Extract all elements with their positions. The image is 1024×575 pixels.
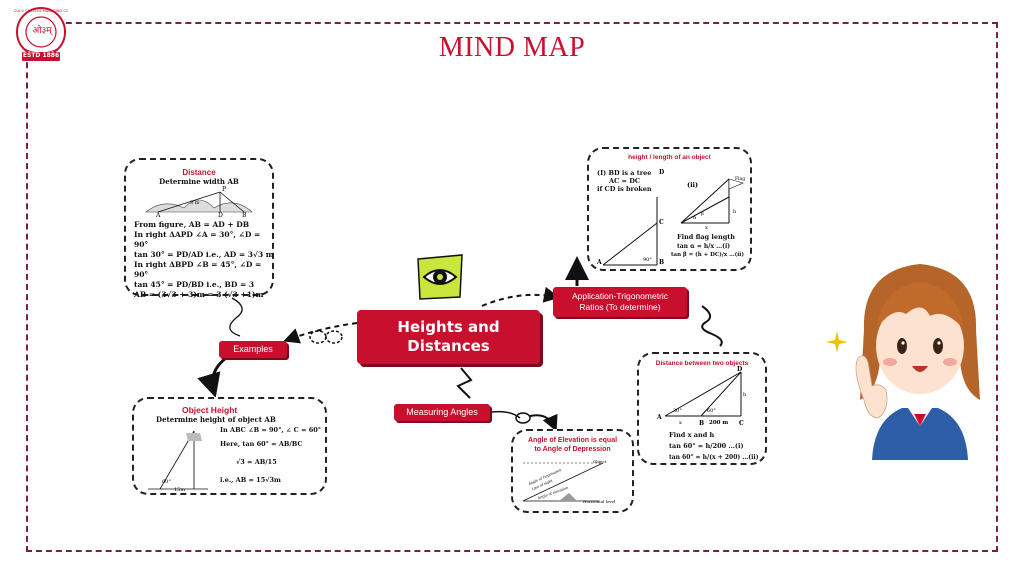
hl-fig-beta: β	[701, 211, 704, 217]
hl-label-ii: (ii)	[687, 181, 699, 189]
center-topic-line2: Distances	[407, 337, 490, 355]
hl-fig-h: h	[733, 209, 737, 215]
to-line: tan 60° = h/200 …(i)	[669, 442, 744, 450]
to-fig-b: B	[699, 420, 705, 427]
card-object-height-line: In ABC ∠B = 90°, ∠ C = 60°	[220, 426, 322, 434]
card-distance-subtitle: Determine width AB	[159, 177, 239, 186]
card-distance-line: From figure, AB = AD + DB	[134, 220, 250, 229]
to-fig-a30: 30°	[673, 408, 682, 414]
hl-line: Find flag length	[677, 233, 735, 241]
card-distance: Distance Determine width AB P 3 m A D B …	[124, 158, 274, 299]
card-object-height: Object Height Determine height of object…	[132, 397, 327, 495]
hl-line: tan α = h/x …(i)	[677, 243, 731, 250]
el-fig-horizontal: Horizontal level	[583, 499, 616, 504]
card-distance-line: tan 30° = PD/AD i.e., AD = 3√3 m	[134, 250, 274, 259]
to-fig-d: D	[737, 366, 743, 373]
card-elevation-title-2: to Angle of Depression	[534, 446, 611, 453]
page-frame	[26, 22, 998, 552]
card-elevation-title-1: Angle of Elevation is equal	[527, 437, 618, 444]
card-two-objects-lines: Find x and h tan 60° = h/200 …(i) tan 60…	[669, 430, 765, 463]
girl-illustration	[855, 264, 980, 460]
tag-measuring-angles: Measuring Angles	[394, 404, 490, 421]
hl-fig-c: C	[659, 219, 664, 226]
to-fig-dist: 200 m	[709, 420, 729, 426]
card-elevation: Angle of Elevation is equal to Angle of …	[511, 429, 634, 513]
to-fig-a: A	[657, 414, 662, 421]
to-fig-c: C	[739, 420, 744, 427]
two-objects-figure	[664, 371, 742, 417]
dist-fig-d: D	[218, 212, 223, 219]
to-fig-x: x	[679, 420, 682, 426]
hl-line: AC = DC	[609, 177, 640, 185]
logo-estd-text: ESTD 1886	[22, 52, 60, 59]
logo-emblem-text: ओ३म्	[32, 26, 52, 36]
dist-fig-a: A	[156, 212, 161, 219]
card-object-height-line: i.e., AB = 15√3m	[220, 476, 281, 484]
dist-fig-b: B	[242, 212, 247, 219]
hl-fig-a: A	[597, 259, 602, 266]
card-height-length-i: (I) BD is a tree AC = DC if CD is broken	[597, 169, 667, 193]
card-object-height-lines: In ABC ∠B = 90°, ∠ C = 60° Here, tan 60°…	[220, 425, 328, 485]
hl-fig-alpha: α	[693, 215, 697, 221]
hl-fig-x: x	[705, 225, 708, 231]
eye-icon	[417, 254, 463, 300]
sparkle-icon	[826, 331, 848, 353]
card-object-height-line: √3 = AB/15	[236, 458, 277, 466]
hl-fig-flag: Flag	[735, 177, 746, 182]
hl-line: if CD is broken	[597, 185, 652, 193]
card-two-objects-title: Distance between two objects	[655, 360, 749, 367]
page-title: MIND MAP	[438, 32, 586, 63]
hl-fig-angle: 90°	[643, 257, 652, 263]
center-topic-line1: Heights and	[397, 318, 500, 336]
el-fig-object: Object	[593, 459, 607, 464]
card-height-length-ii: Find flag length tan α = h/x …(i) tan β …	[671, 233, 753, 260]
tag-application-line1: Application-Trigonometric	[571, 291, 669, 301]
card-distance-line: In right ΔBPD ∠B = 45°, ∠D = 90°	[134, 260, 262, 279]
object-height-figure	[148, 430, 208, 490]
card-distance-line: tan 45° = PD/BD i.e., BD = 3	[134, 280, 255, 289]
card-distance-title: Distance	[182, 168, 216, 177]
tree-figure	[602, 197, 658, 266]
oh-fig-base: 15m	[174, 487, 186, 493]
hl-line: tan β = (h + DC)/x …(ii)	[671, 252, 744, 258]
tag-application-line2: Ratios (To determine)	[579, 302, 661, 312]
card-object-height-line: Here, tan 60° = AB/BC	[220, 440, 303, 448]
to-fig-h: h	[743, 392, 747, 398]
center-topic: Heights and Distances	[357, 310, 540, 364]
hl-fig-d: D	[659, 169, 665, 176]
to-line: Find x and h	[669, 431, 715, 439]
card-height-length-title: height / length of an object	[628, 154, 711, 161]
dist-fig-h: 3 m	[190, 200, 200, 206]
to-line: tan 60° = h/(x + 200) …(ii)	[669, 454, 759, 461]
flag-figure	[680, 178, 744, 224]
card-object-height-subtitle: Determine height of object AB	[156, 415, 276, 424]
hl-line: (I) BD is a tree	[597, 169, 652, 177]
tag-examples: Examples	[219, 341, 287, 358]
card-distance-lines: From figure, AB = AD + DB In right ΔAPD …	[134, 220, 274, 300]
card-distance-line: In right ΔAPD ∠A = 30°, ∠D = 90°	[134, 230, 261, 249]
tag-application: Application-Trigonometric Ratios (To det…	[553, 287, 687, 317]
logo-ring-text: D.A.V. COLLEGE MANAGING COMMITTEE	[14, 9, 68, 13]
dist-fig-p: P	[222, 186, 227, 193]
oh-fig-angle: 60°	[162, 479, 171, 485]
card-height-length: height / length of an object (I) BD is a…	[587, 147, 752, 271]
card-two-objects: Distance between two objects D h A 30° 6…	[637, 352, 767, 465]
elevation-figure	[522, 462, 604, 502]
dav-logo	[16, 7, 66, 61]
to-fig-a60: 60°	[707, 408, 716, 414]
card-object-height-title: Object Height	[182, 405, 238, 415]
card-distance-line: AB = (3√3 + 3)m = 3 (√3 +1)m	[134, 290, 264, 299]
distance-figure	[145, 191, 253, 213]
hl-fig-b: B	[659, 259, 665, 266]
